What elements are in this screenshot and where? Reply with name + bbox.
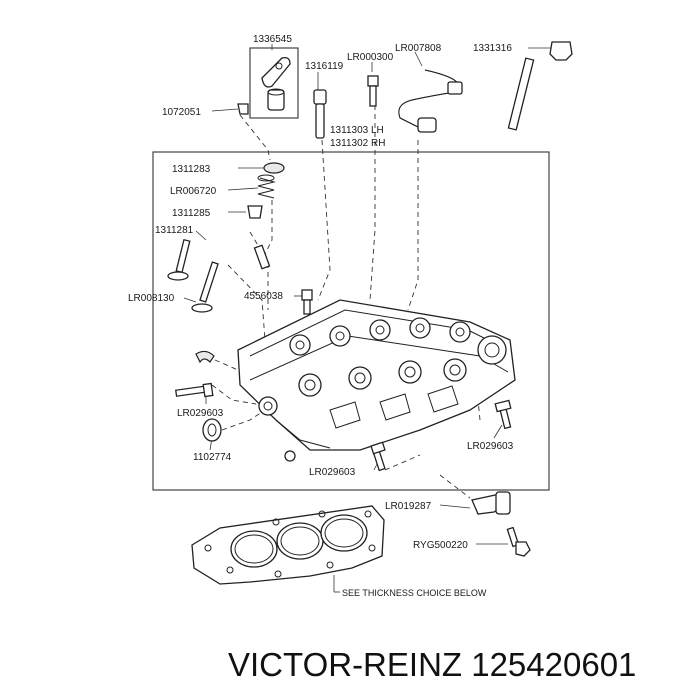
clip-part: [237, 103, 249, 115]
valve-part-second: [191, 261, 219, 313]
label-4556038: 4556038: [244, 291, 283, 302]
label-lr029603-bottom: LR029603: [309, 467, 356, 478]
label-lr019287: LR019287: [385, 501, 432, 512]
label-1311303-lh: 1311303 LH: [330, 125, 384, 136]
valve-keeper-part: [195, 350, 215, 364]
label-1102774: 1102774: [193, 452, 232, 463]
label-lr029603-left: LR029603: [177, 408, 224, 419]
rocker-arm-part: [261, 56, 291, 111]
label-1311285: 1311285: [172, 208, 211, 219]
label-1311302-rh: 1311302 RH: [330, 138, 385, 149]
label-1311281: 1311281: [155, 225, 194, 236]
label-lr008130: LR008130: [128, 293, 175, 304]
bolt-right-part: [494, 399, 512, 430]
valve-guide-part: [253, 244, 271, 270]
head-gasket-part: [191, 505, 385, 585]
label-1311283: 1311283: [172, 164, 211, 175]
label-lr029603-right: LR029603: [467, 441, 514, 452]
bolt-ryg-part: [506, 526, 531, 557]
label-ryg500220: RYG500220: [413, 540, 468, 551]
bolt-small-part: [367, 75, 379, 107]
part-caption: VICTOR-REINZ 125420601: [228, 646, 636, 683]
valve-stem-seal-part: [247, 205, 263, 219]
valve-part: [167, 238, 191, 281]
label-1336545: 1336545: [253, 34, 292, 45]
wiring-harness-part: [398, 69, 463, 133]
valve-spring-part: [257, 174, 276, 199]
bolt-bottom-part: [370, 441, 386, 472]
coolant-outlet-part: [471, 491, 511, 515]
cylinder-head-part: [237, 299, 516, 462]
stud-part: [301, 289, 313, 315]
label-1331316: 1331316: [473, 43, 512, 54]
assembly-frame: [152, 151, 550, 491]
head-bolt-part: [507, 41, 573, 131]
sensor-part: [313, 89, 327, 139]
label-lr007808: LR007808: [395, 43, 442, 54]
thickness-note: SEE THICKNESS CHOICE BELOW: [342, 588, 487, 598]
label-lr006720: LR006720: [170, 186, 217, 197]
spring-retainer-part: [263, 162, 285, 174]
label-1316119: 1316119: [305, 61, 344, 72]
bolt-left-part: [175, 382, 214, 398]
cam-seal-part: [202, 418, 222, 442]
rocker-arm-box: [249, 47, 299, 119]
part-labels: 1336545 LR007808 LR000300 1331316 131611…: [128, 34, 514, 598]
label-1072051: 1072051: [162, 107, 201, 118]
label-lr000300: LR000300: [347, 52, 394, 63]
